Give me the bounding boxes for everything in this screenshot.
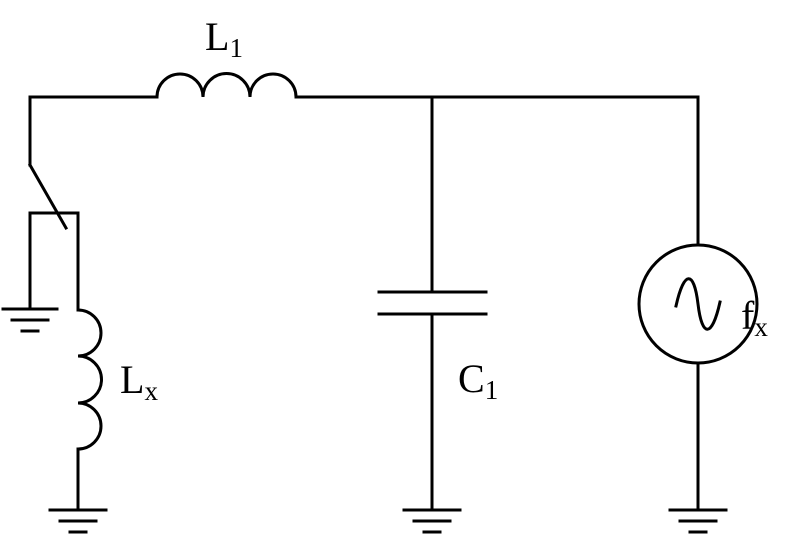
inductor-lx-label: Lx <box>120 357 158 406</box>
ground-symbol-capacitor <box>402 508 462 534</box>
inductor-lx-branch: Lx <box>76 308 158 511</box>
sine-wave-icon <box>674 277 722 331</box>
capacitor-branch: C1 <box>377 95 498 511</box>
inductor-l1 <box>155 72 298 99</box>
inductor-l1-label: L1 <box>205 14 243 63</box>
source-fx-label: fx <box>741 293 768 342</box>
ground-symbol-switch <box>1 307 59 333</box>
inductor-lx <box>76 308 103 451</box>
source-branch: fx <box>637 95 768 511</box>
ground-symbol-inductor <box>48 508 108 534</box>
switch-branch <box>27 95 80 312</box>
top-branch: L1 <box>28 14 700 99</box>
ground-symbol-source <box>668 508 728 534</box>
switch-blade <box>27 162 69 231</box>
capacitor-c1-label: C1 <box>458 356 498 405</box>
